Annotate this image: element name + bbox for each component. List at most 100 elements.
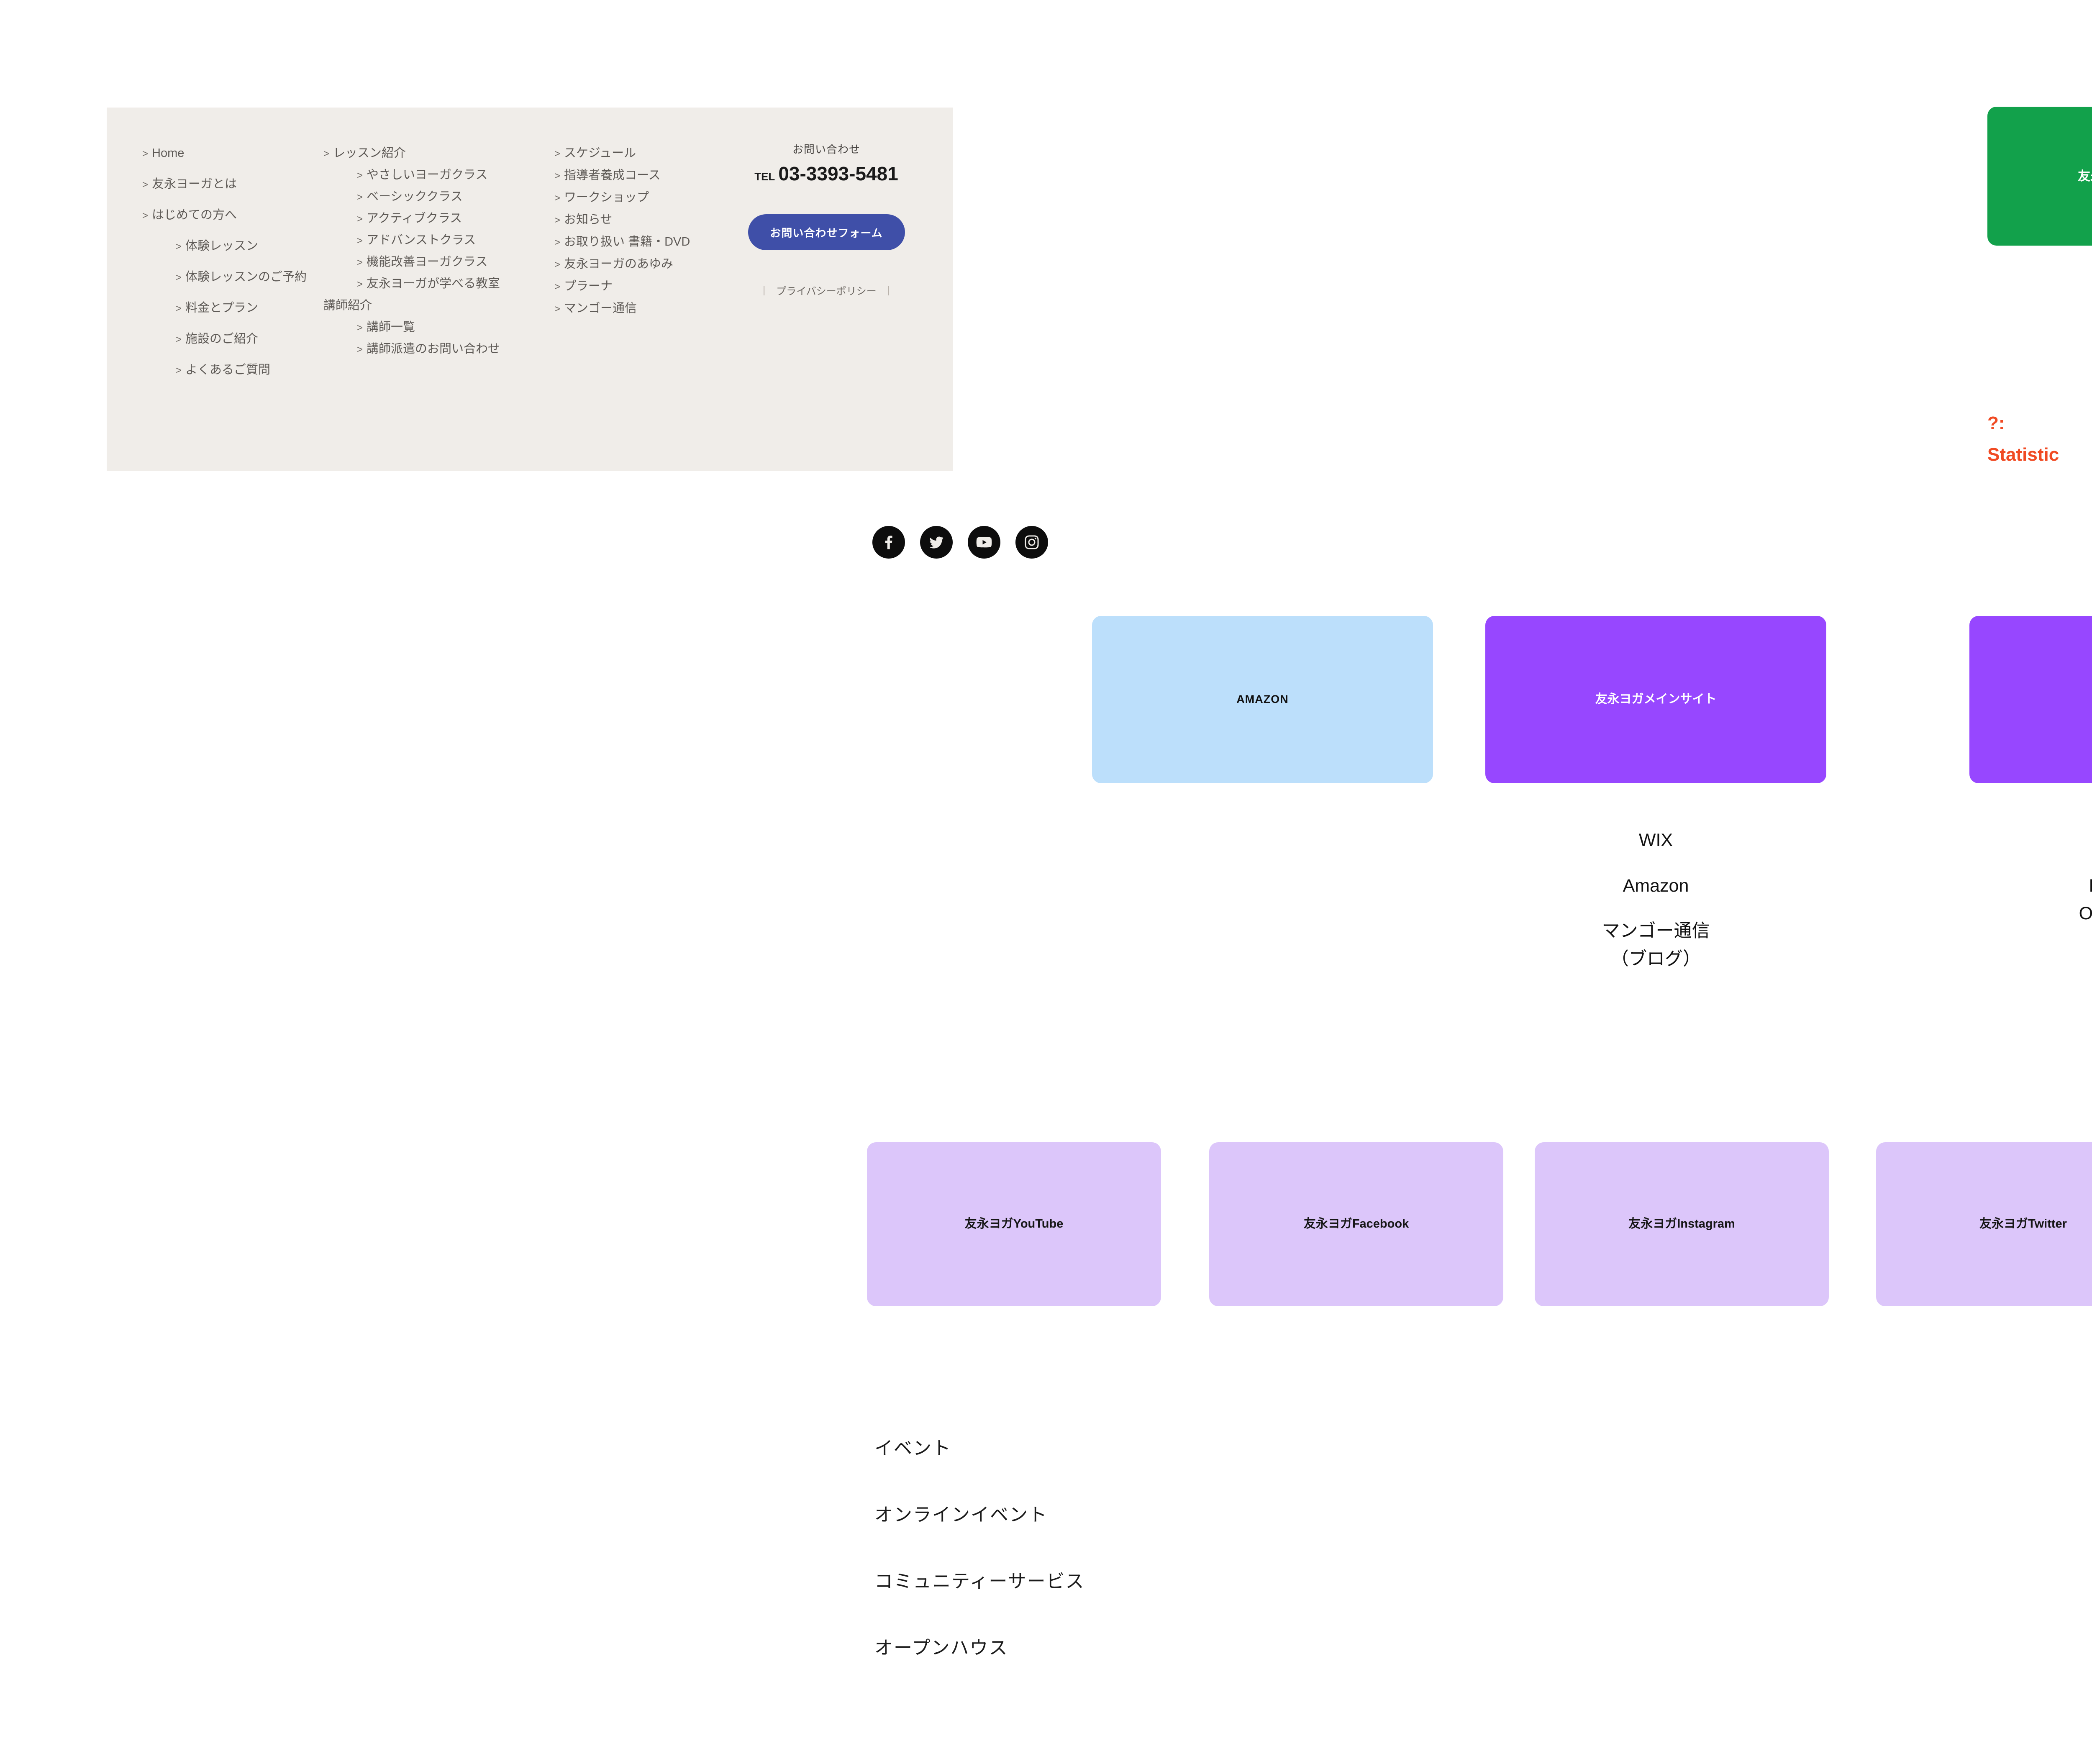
intranet-primary-label: 友永ヨガ：イントラ	[2078, 169, 2092, 183]
footer-nav-item[interactable]: >体験レッスンのご予約	[176, 271, 307, 283]
footer-nav-item[interactable]: >レッスン紹介	[323, 147, 500, 159]
footer-nav-item[interactable]: >マンゴー通信	[554, 303, 690, 315]
chevron-right-icon: >	[357, 257, 363, 268]
footer-nav-item[interactable]: > 講師派遣のお問い合わせ	[357, 343, 500, 355]
social-card-facebook[interactable]: 友永ヨガFacebook	[1209, 1142, 1503, 1306]
footer-nav-item-label: やさしいヨーガクラス	[367, 168, 488, 182]
footer-nav-item[interactable]: >友永ヨーガとは	[142, 178, 307, 190]
chevron-right-icon: >	[357, 344, 363, 355]
footer-nav-item[interactable]: >ワークショップ	[554, 192, 690, 204]
tel-number: 03-3393-5481	[778, 163, 898, 185]
footer-nav-item-label: プラーナ	[564, 279, 613, 293]
tel-prefix: TEL	[754, 170, 775, 183]
footer-nav-item-label: 友永ヨーガとは	[152, 177, 237, 191]
footer-nav-item[interactable]: >スケジュール	[554, 147, 690, 159]
contact-label: お問い合わせ	[792, 143, 860, 156]
footer-nav-item[interactable]: >ベーシッククラス	[357, 191, 500, 203]
social-card-label: 友永ヨガInstagram	[1628, 1217, 1735, 1231]
bottom-list-item[interactable]: オープンハウス	[874, 1638, 1008, 1658]
footer-nav-item[interactable]: >友永ヨーガのあゆみ	[554, 258, 690, 270]
caption-line: Amazon	[1623, 875, 1689, 896]
platform-card-amazon[interactable]: AMAZON	[1092, 616, 1433, 783]
footer-nav-item[interactable]: >お取り扱い 書籍・DVD	[554, 236, 690, 248]
footer-nav-item[interactable]: >はじめての方へ	[142, 209, 307, 221]
footer-nav-item-label: 講師一覧	[367, 320, 415, 334]
footer-social-icon-row	[872, 526, 1048, 559]
footer-nav-item[interactable]: >アドバンストクラス	[357, 234, 500, 246]
platform-card-yogatomo-site[interactable]: ヨガトモサイト	[1969, 616, 2092, 783]
footer-nav-item[interactable]: >プラーナ	[554, 280, 690, 292]
privacy-policy-row: | プライバシーポリシー |	[726, 283, 927, 297]
chevron-right-icon: >	[176, 334, 182, 345]
chevron-right-icon: >	[554, 170, 561, 182]
footer-nav-item-label: スケジュール	[564, 146, 636, 160]
platform-card-main-site[interactable]: 友永ヨガメインサイト	[1485, 616, 1826, 783]
divider-left: |	[763, 284, 766, 296]
footer-nav-item[interactable]: > 機能改善ヨーガクラス	[357, 256, 500, 268]
bottom-list-item[interactable]: イベント	[874, 1438, 951, 1459]
chevron-right-icon: >	[176, 303, 182, 314]
caption-line: WIX	[1969, 826, 2092, 854]
footer-nav-item-label: 施設のご紹介	[185, 332, 259, 346]
platform-card-label: 友永ヨガメインサイト	[1595, 692, 1717, 706]
contact-form-button[interactable]: お問い合わせフォーム	[748, 214, 905, 250]
youtube-icon[interactable]	[968, 526, 1000, 559]
facebook-icon[interactable]	[872, 526, 905, 559]
chevron-right-icon: >	[323, 148, 330, 159]
bottom-list-item[interactable]: オンラインイベント	[874, 1505, 1048, 1525]
chevron-right-icon: >	[554, 148, 561, 159]
footer-nav-item[interactable]: > 講師一覧	[357, 321, 500, 333]
bottom-list-item[interactable]: コミュニティーサービス	[874, 1571, 1085, 1592]
chevron-right-icon: >	[142, 148, 149, 159]
twitter-icon[interactable]	[920, 526, 953, 559]
footer-nav-item[interactable]: >お知らせ	[554, 214, 690, 226]
footer-nav-item-label: 講師派遣のお問い合わせ	[367, 342, 500, 356]
footer-nav-item[interactable]: >施設のご紹介	[176, 333, 307, 345]
caption-line: （ブログ）	[1611, 949, 1701, 969]
social-card-label: 友永ヨガTwitter	[1979, 1217, 2067, 1231]
footer-nav-item[interactable]: > やさしいヨーガクラス	[357, 169, 500, 181]
footer-nav-item[interactable]: >指導者養成コース	[554, 169, 690, 182]
footer-nav-item-label: ワークショップ	[564, 191, 649, 204]
footer-nav-item[interactable]: >アクティブクラス	[357, 213, 500, 225]
footer-nav-item-label: ベーシッククラス	[367, 190, 463, 203]
footer-nav-item-label: はじめての方へ	[152, 208, 237, 222]
footer-nav-item[interactable]: >体験レッスン	[176, 240, 307, 252]
social-card-label: 友永ヨガFacebook	[1303, 1217, 1409, 1231]
intranet-primary-tile[interactable]: 友永ヨガ：イントラ	[1987, 107, 2092, 246]
footer-nav-item-label: Home	[152, 146, 185, 160]
social-card-youtube[interactable]: 友永ヨガYouTube	[867, 1142, 1161, 1306]
chevron-right-icon: >	[554, 281, 561, 292]
statistic-note: ?: Statistic	[1987, 408, 2059, 471]
chevron-right-icon: >	[357, 170, 363, 181]
bottom-service-list: イベント オンラインイベント コミュニティーサービス オープンハウス	[874, 1439, 1084, 1705]
social-card-twitter[interactable]: 友永ヨガTwitter	[1876, 1142, 2092, 1306]
footer-nav-column-info: >スケジュール>指導者養成コース>ワークショップ>お知らせ>お取り扱い 書籍・D…	[554, 147, 690, 325]
footer-nav-item[interactable]: 講師紹介	[323, 300, 500, 312]
footer-mockup-panel: >Home>友永ヨーガとは>はじめての方へ>体験レッスン>体験レッスンのご予約>…	[107, 108, 1048, 559]
divider-right: |	[887, 284, 890, 296]
footer-nav-item[interactable]: >友永ヨーガが学べる教室	[357, 278, 500, 290]
footer-nav-item-label: 指導者養成コース	[564, 169, 661, 182]
privacy-policy-link[interactable]: プライバシーポリシー	[776, 286, 877, 297]
footer-nav-column-primary: >Home>友永ヨーガとは>はじめての方へ>体験レッスン>体験レッスンのご予約>…	[142, 147, 307, 395]
chevron-right-icon: >	[554, 192, 561, 204]
instagram-icon[interactable]	[1015, 526, 1048, 559]
social-card-label: 友永ヨガYouTube	[964, 1217, 1064, 1231]
caption-line: マンゴー通信	[1602, 921, 1710, 941]
social-card-instagram[interactable]: 友永ヨガInstagram	[1535, 1142, 1829, 1306]
footer-nav-item[interactable]: >Home	[142, 147, 307, 159]
footer-nav-item-label: お知らせ	[564, 213, 613, 226]
chevron-right-icon: >	[142, 210, 149, 221]
footer-nav-item-label: 機能改善ヨーガクラス	[367, 255, 488, 269]
caption-line: WIX	[1638, 830, 1673, 850]
chevron-right-icon: >	[357, 279, 363, 290]
chevron-right-icon: >	[357, 235, 363, 246]
platform-caption-main-site: WIX Amazon マンゴー通信 （ブログ）	[1485, 826, 1826, 973]
footer-nav-item-label: お取り扱い 書籍・DVD	[564, 235, 690, 249]
footer-nav-item[interactable]: >よくあるご質問	[176, 364, 307, 376]
footer-nav-item[interactable]: >料金とプラン	[176, 302, 307, 314]
chevron-right-icon: >	[357, 322, 363, 333]
